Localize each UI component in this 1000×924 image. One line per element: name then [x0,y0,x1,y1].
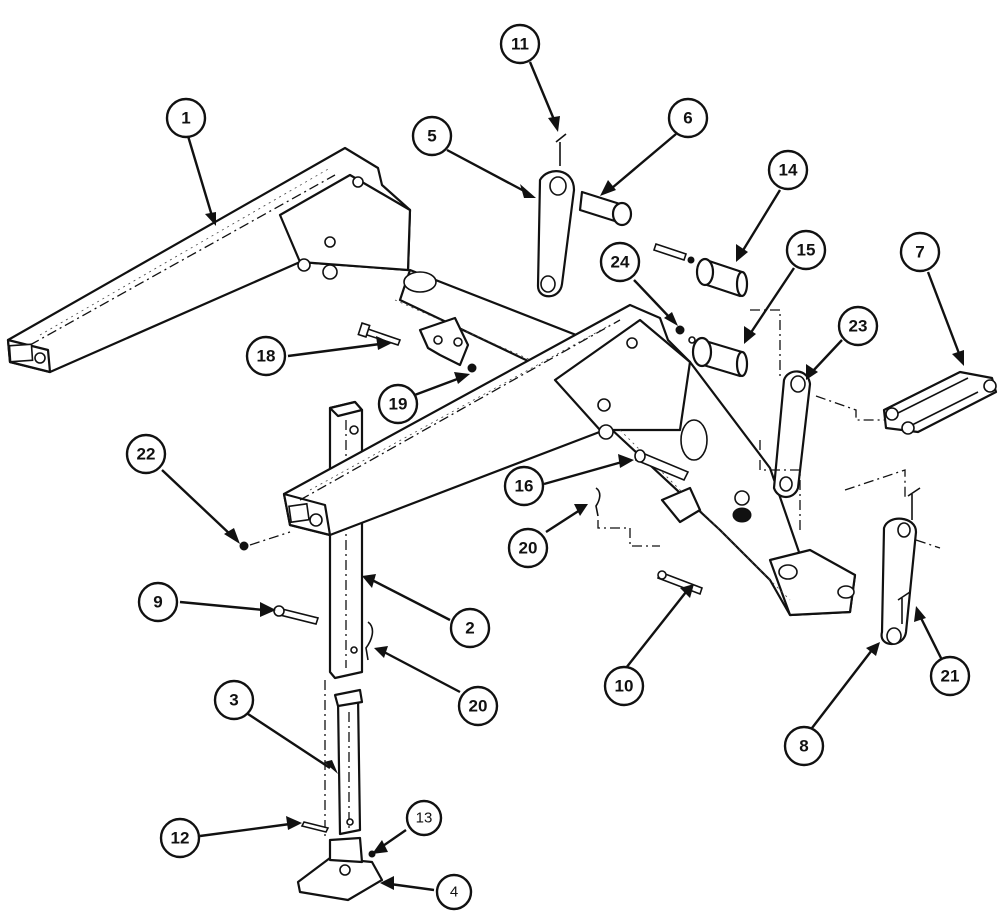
callout-7: 7 [899,231,941,273]
part-bracket [418,316,470,367]
svg-text:21: 21 [941,667,960,686]
svg-text:19: 19 [389,395,408,414]
svg-text:1: 1 [181,109,190,128]
callout-14: 14 [767,149,809,191]
callout-13: 13 [405,799,443,837]
callout-11: 11 [499,23,541,65]
part-foot [296,836,384,902]
callout-6: 6 [667,97,709,139]
svg-text:14: 14 [779,161,798,180]
svg-text:13: 13 [416,810,433,827]
callout-1: 1 [165,97,207,139]
svg-text:23: 23 [849,317,868,336]
callout-12: 12 [159,817,201,859]
callout-2: 2 [449,607,491,649]
svg-text:4: 4 [450,884,458,901]
part-inner-leg [324,680,364,840]
callout-15: 15 [785,229,827,271]
callout-24: 24 [599,241,641,283]
callout-23: 23 [837,305,879,347]
svg-text:20: 20 [469,697,488,716]
part-clevis-7 [815,370,998,500]
callout-21: 21 [929,655,971,697]
svg-text:2: 2 [465,619,474,638]
part-pin-14 [652,242,749,298]
svg-text:22: 22 [137,445,156,464]
callout-18: 18 [245,335,287,377]
svg-text:9: 9 [153,593,162,612]
part-leg-tube [328,400,364,680]
part-plate-23 [750,309,812,530]
svg-text:7: 7 [915,243,924,262]
leader-lines [161,61,964,892]
part-cotter-11 [555,133,567,166]
part-clip-20-left [365,621,374,661]
svg-text:24: 24 [611,253,630,272]
part-clip-20-right [595,487,660,547]
part-pin-16 [634,449,690,482]
part-right-arm [282,303,857,617]
callout-9: 9 [137,581,179,623]
svg-text:18: 18 [257,347,276,366]
part-pin-15 [675,325,749,378]
part-lower-bracket [660,486,702,524]
svg-text:8: 8 [799,737,808,756]
svg-text:3: 3 [229,691,238,710]
part-nut-22 [239,531,291,551]
part-pin-12 [300,821,330,833]
callout-3: 3 [213,679,255,721]
callout-22: 22 [125,433,167,475]
svg-text:16: 16 [515,477,534,496]
part-left-arm [6,146,412,374]
callout-20-right: 20 [507,527,549,569]
part-link-5 [536,170,576,298]
callout-20-left: 20 [457,685,499,727]
svg-text:15: 15 [797,241,816,260]
callout-16: 16 [503,465,545,507]
callout-4: 4 [435,873,473,911]
callout-10: 10 [603,665,645,707]
svg-text:11: 11 [511,35,529,54]
part-pin-9 [273,605,320,625]
svg-text:12: 12 [171,829,190,848]
callout-8: 8 [783,725,825,767]
part-bolt-18 [357,322,402,346]
svg-text:6: 6 [683,109,692,128]
part-pin-10 [656,570,704,596]
part-nut-19 [467,363,477,373]
callout-19: 19 [377,383,419,425]
svg-text:5: 5 [427,127,436,146]
svg-text:20: 20 [519,539,538,558]
part-pin-6 [578,190,633,227]
svg-text:10: 10 [615,677,634,696]
part-link-8 [880,487,941,646]
callout-5: 5 [411,115,453,157]
